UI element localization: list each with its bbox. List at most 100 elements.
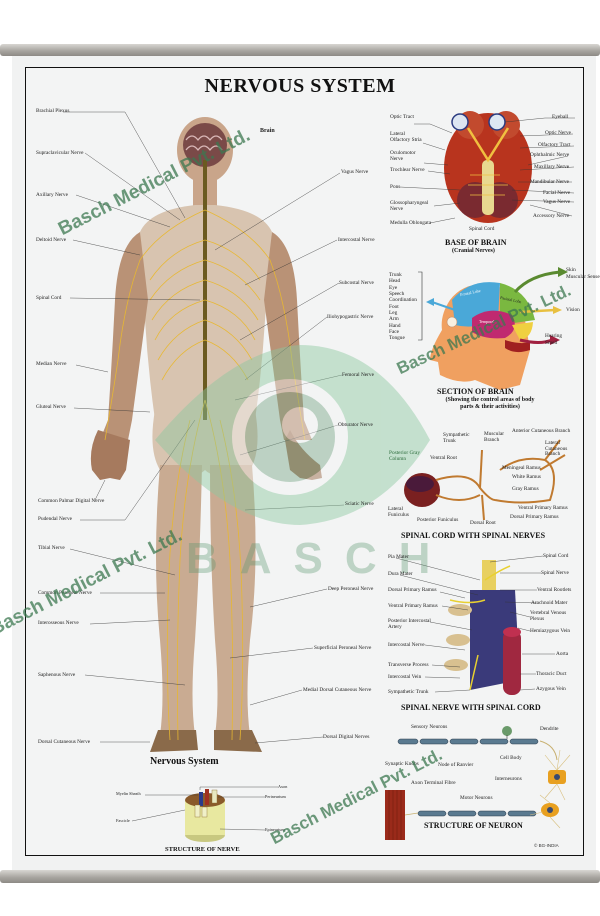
label-axon: Axon [278, 784, 288, 789]
label-pons: Pons [390, 184, 401, 190]
body-part-trunk: Trunk [389, 272, 402, 278]
label-accessory-nerve: Accessory Nerve [533, 213, 570, 219]
label-epineurium: Epineurium [265, 827, 285, 832]
label-spinal-cord-base: Spinal Cord [469, 226, 495, 232]
label-ophthalmic-nerve: Ophthalmic Nerve [530, 152, 570, 158]
label-perineurium: Perineurium [265, 794, 286, 799]
label-medulla-oblongata: Medulla Oblongata [390, 220, 432, 226]
label-posterior-intercostal-artery: Posterior Intercostal Artery [388, 618, 431, 630]
label-brain: Brain [260, 128, 275, 134]
label-mandibular-nerve: Mandibular Nerve [530, 179, 569, 185]
label-ventral-primary-ramus-2: Ventral Primary Ramus [388, 603, 438, 609]
label-motor-neurons: Motor Neurons [460, 795, 493, 801]
label-saphenous-nerve: Saphenous Nerve [38, 672, 76, 678]
label-synaptic-knobs: Synaptic Knobs [385, 761, 419, 767]
label-axillary-nerve: Axillary Nerve [36, 192, 68, 198]
body-part-tongue: Tongue [389, 335, 405, 342]
label-hemiazygous-vein: Hemiazygous Vein [530, 628, 571, 634]
label-iliohypogastric-nerve: Iliohypogastric Nerve [327, 314, 374, 320]
label-tibial-nerve: Tibial Nerve [38, 545, 65, 551]
label-transverse-process: Transverse Process [388, 662, 429, 668]
label-arachnoid-mater: Arachnoid Mater [531, 600, 568, 606]
label-axon-terminal-fibre: Axon Terminal Fibre [411, 780, 456, 786]
body-part-hand: Hand [389, 322, 401, 329]
label-gluteal-nerve: Gluteal Nerve [36, 404, 66, 410]
body-part-head: Head [389, 278, 401, 285]
body-part-arm: Arm [389, 316, 399, 323]
subcaption-cranial-nerves: (Cranial Nerves) [452, 248, 495, 254]
label-olfactory-tract: Olfactory Tract [538, 142, 571, 148]
label-lateral-cutaneous-branch: Lateral Cutaneous Branch [545, 440, 568, 458]
label-subcostal-nerve: Subcostal Nerve [339, 280, 374, 286]
label-temporal: Temporal [479, 319, 495, 324]
label-intercostal-nerve: Intercostal Nerve [338, 237, 375, 243]
label-dendrite: Dendrite [540, 726, 559, 732]
label-muscular-branch: Muscular Branch [484, 431, 505, 443]
body-part-speech: Speech [389, 291, 405, 298]
label-dorsal-root: Dorsal Root [470, 520, 496, 526]
label-maxillary-nerve: Maxillary Nerve [534, 164, 570, 170]
label-muscular-sense: Muscular Sense [566, 274, 600, 280]
body-part-coordination: Coordination [389, 297, 417, 304]
label-spinal-cord: Spinal Cord [36, 295, 62, 301]
label-node-of-ranvier: Node of Ranvier [438, 762, 474, 768]
label-common-peroneal-nerve: Common Peroneal Nerve [38, 590, 92, 596]
body-part-foot: Foot [389, 303, 399, 310]
label-brachial-plexus: Brachial Plexus [36, 108, 70, 114]
label-ventral-rootlets: Ventral Rootlets [537, 587, 572, 593]
label-posterior-gray-column: Posterior Gray Column [389, 450, 421, 462]
body-parts-list: Trunk Head Eye Speech Coordination Foot … [389, 272, 417, 342]
label-interosseous-nerve: Interosseous Nerve [38, 620, 79, 626]
label-optic-nerve: Optic Nerve [545, 130, 572, 136]
caption-structure-of-nerve: STRUCTURE OF NERVE [165, 846, 240, 853]
label-aorta: Aorta [556, 651, 569, 657]
label-pudendal-nerve: Pudendal Nerve [38, 516, 72, 522]
caption-nervous-system: Nervous System [150, 756, 219, 767]
label-deltoid-nerve: Deltoid Nerve [36, 237, 67, 243]
label-white-ramus: White Ramus [512, 474, 541, 480]
label-vagus-nerve-cranial: Vagus Nerve [543, 199, 571, 205]
label-sensory-neurons: Sensory Neurons [411, 724, 448, 730]
caption-base-of-brain: BASE OF BRAIN [445, 238, 507, 247]
copyright-text: © BG-INDIA [534, 843, 559, 848]
label-thoracic-duct: Thoracic Duct [536, 671, 567, 677]
poster-frame [25, 67, 584, 856]
label-sympathetic-trunk: Sympathetic Trunk [443, 432, 470, 444]
label-pia-mater: Pia Mater [388, 554, 409, 560]
basch-watermark-text: BASCH [186, 534, 453, 583]
label-myelin-sheath: Myelin Sheath [116, 791, 141, 796]
label-obturator-nerve: Obturator Nerve [338, 422, 373, 428]
label-medial-dorsal-cutaneous-nerve: Medial Dorsal Cutaneous Nerve [303, 687, 372, 693]
label-trochlear-nerve: Trochlear Nerve [390, 167, 425, 173]
label-ventral-primary-ramus: Ventral Primary Ramus [518, 505, 568, 511]
label-superficial-peroneal-nerve: Superficial Peroneal Nerve [314, 645, 372, 651]
poster-title: NERVOUS SYSTEM [204, 75, 396, 97]
label-cell-body: Cell Body [500, 755, 522, 761]
label-eyeball: Eyeball [552, 114, 569, 120]
subcaption-line-2: parts & their activities) [460, 403, 520, 410]
label-lateral-funiculus: Lateral Funiculus [388, 506, 409, 518]
label-skin: Skin [566, 267, 576, 273]
label-fascicle: Fascicle [116, 818, 130, 823]
label-median-nerve: Median Nerve [36, 361, 67, 367]
label-sciatic-nerve: Sciatic Nerve [345, 501, 374, 507]
label-dorsal-cutaneous-nerve: Dorsal Cutaneous Nerve [38, 739, 91, 745]
bottom-hanger-rod [0, 870, 600, 883]
label-spinal-nerve: Spinal Nerve [541, 570, 569, 576]
label-lateral-olfactory-stria: Lateral Olfactory Stria [390, 131, 422, 143]
label-hearing: Hearing [545, 333, 563, 339]
caption-section-of-brain: SECTION OF BRAIN [437, 387, 514, 396]
label-facial-nerve: Facial Nerve [543, 190, 571, 196]
body-part-face: Face [389, 329, 399, 336]
label-dura-mater: Dura Mater [388, 571, 413, 577]
caption-structure-of-neuron: STRUCTURE OF NEURON [424, 821, 523, 830]
label-gray-ramus: Gray Ramus [512, 486, 539, 492]
top-hanger-rod [0, 44, 600, 56]
body-part-eye: Eye [389, 284, 398, 291]
label-interneurons: Interneurons [495, 776, 522, 782]
label-azygous-vein: Azygous Vein [536, 686, 566, 692]
subcaption-section-of-brain: (Showing the control areas of body parts… [425, 397, 555, 411]
label-dorsal-digital-nerves: Dorsal Digital Nerves [323, 734, 370, 740]
label-vision: Vision [566, 307, 580, 313]
body-part-leg: Leg [389, 310, 398, 317]
